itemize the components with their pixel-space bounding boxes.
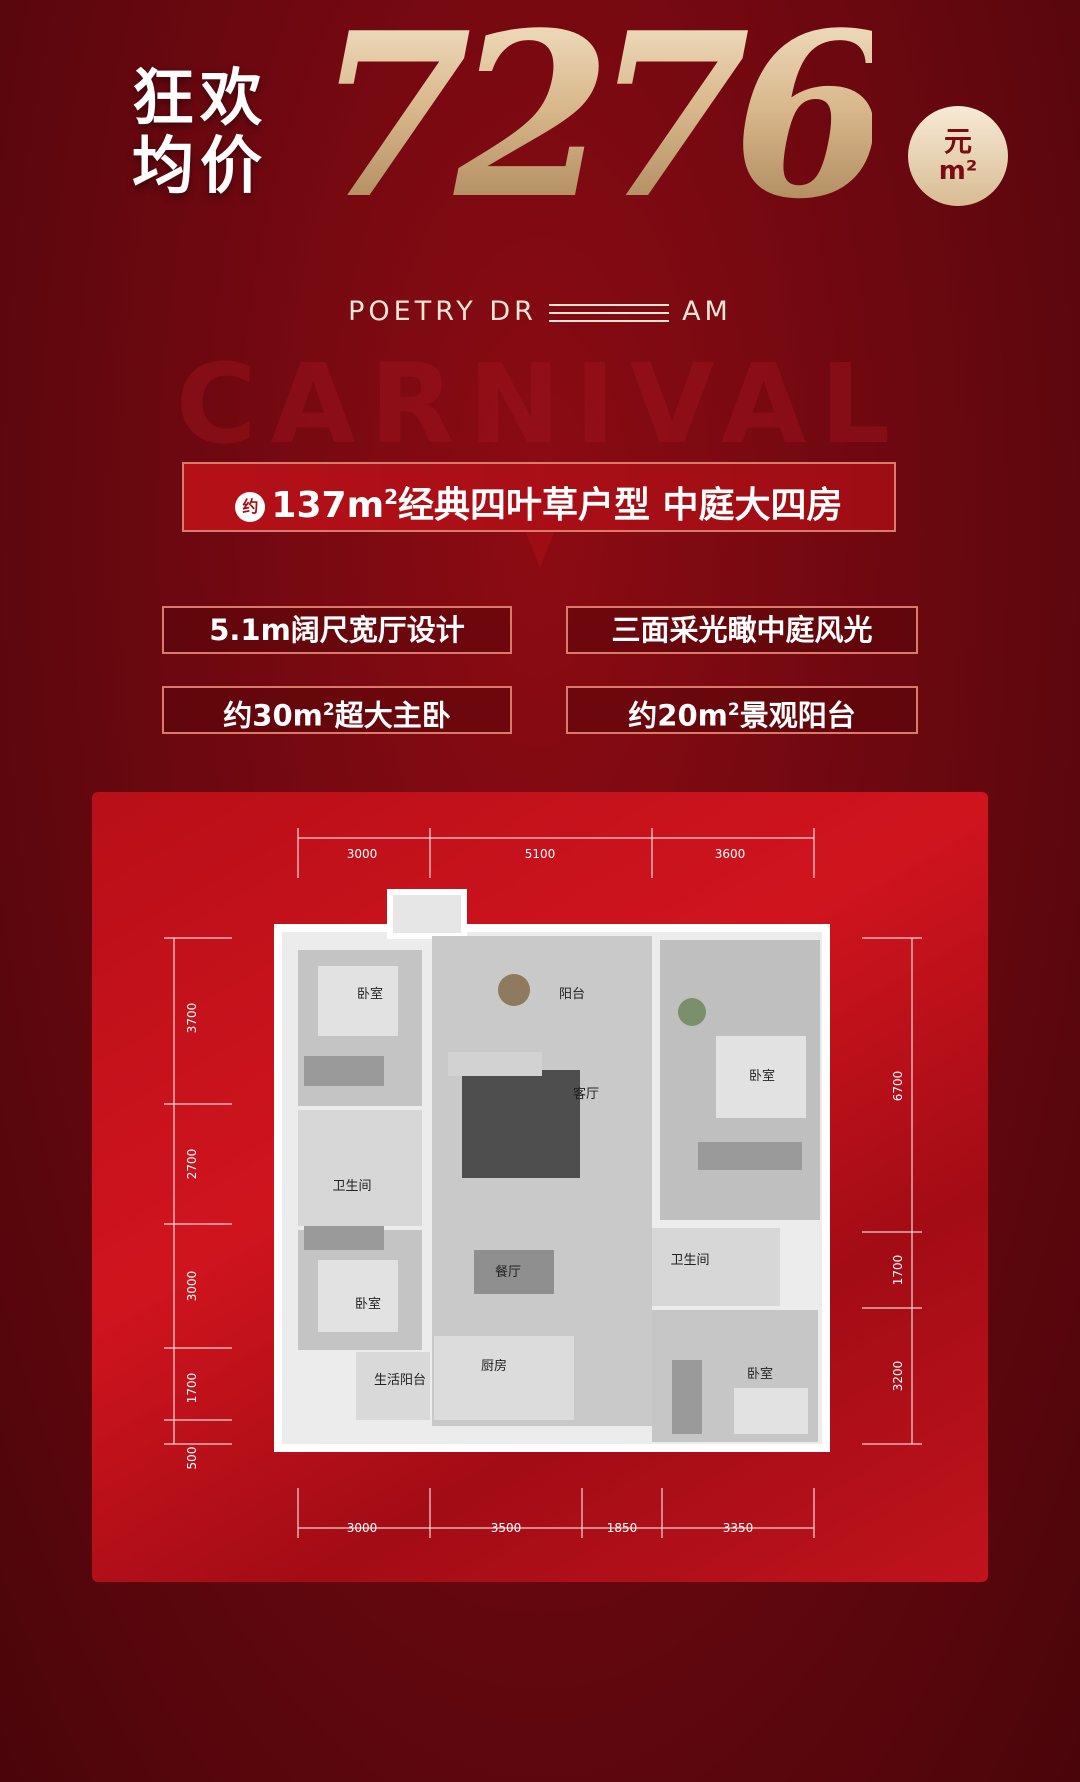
feature-text: 约30m [223,698,323,733]
dim-top-2: 5100 [525,847,556,861]
unit-m2: m² [938,156,978,186]
feature-sup: 2 [727,700,740,720]
room-bedroom-3: 卧室 [747,1366,773,1382]
room-kitchen: 厨房 [481,1358,507,1374]
brand-poetry: POETRY DR [348,296,537,327]
dim-left-2: 2700 [185,1149,199,1180]
price-unit-badge: 元 m² [908,106,1008,206]
headline-area-sup: 2 [384,485,399,509]
dim-bottom-3: 1850 [607,1521,638,1535]
approx-badge: 约 [235,492,266,522]
dim-right-1: 6700 [891,1071,905,1102]
room-bathroom-right: 卫生间 [670,1253,709,1268]
dim-bottom-4: 3350 [723,1521,754,1535]
feature-sup: 2 [322,700,335,720]
brand-tagline: POETRY DR AM [0,296,1080,327]
room-living: 客厅 [573,1086,599,1102]
dim-top-3: 3600 [715,847,746,861]
feature-box: 5.1m阔尺宽厅设计 [162,606,512,654]
brand-poetry-tail: AM [682,296,732,327]
room-bathroom-left: 卫生间 [332,1179,371,1194]
dimension-labels: 3000 5100 3600 3000 3500 1850 3350 3700 … [185,847,905,1535]
headline-text: 经典四叶草户型 中庭大四房 [398,485,843,526]
feature-text: 约20m [628,698,728,733]
headline-pointer [526,532,554,568]
plan-body [274,889,830,1452]
hero-label-line2: 均价 [132,129,269,202]
dim-left-3: 3000 [185,1271,199,1302]
dim-bottom-1: 3000 [347,1521,378,1535]
hero-label: 狂欢 均价 [132,64,312,200]
brand-lines-icon [549,303,670,322]
room-bedroom-1: 卧室 [357,986,383,1002]
feature-box: 约20m2景观阳台 [566,686,918,734]
room-balcony: 阳台 [559,987,585,1002]
dim-bottom-2: 3500 [491,1521,522,1535]
headline-area: 137m [271,485,385,526]
dim-left-1: 3700 [185,1003,199,1034]
dim-left-5: 500 [185,1447,199,1470]
feature-box: 约30m2超大主卧 [162,686,512,734]
feature-text: 景观阳台 [739,698,856,733]
average-price: 7276 [315,0,890,242]
feature-text: 三面采光瞰中庭风光 [611,613,873,647]
room-bedroom-master: 卧室 [749,1068,775,1084]
room-dining: 餐厅 [495,1264,521,1280]
unit-yuan: 元 [943,125,972,158]
feature-text: 超大主卧 [334,698,451,733]
feature-text: 5.1m阔尺宽厅设计 [209,613,465,647]
hero-label-line1: 狂欢 [132,61,269,134]
room-utility-balcony: 生活阳台 [374,1373,426,1388]
feature-box: 三面采光瞰中庭风光 [566,606,918,654]
dim-left-4: 1700 [185,1373,199,1404]
room-bedroom-2: 卧室 [355,1296,381,1312]
dim-right-2: 1700 [891,1255,905,1286]
hero-banner: 狂欢 均价 7276 元 m² [0,0,1080,260]
dim-top-1: 3000 [347,847,378,861]
room-labels: 卧室 阳台 客厅 卧室 卫生间 餐厅 卫生间 卧室 厨房 生活阳台 卧室 [332,986,775,1388]
dimension-lines [164,828,922,1538]
carnival-watermark: CARNIVAL [175,340,905,468]
dim-right-3: 3200 [891,1361,905,1392]
